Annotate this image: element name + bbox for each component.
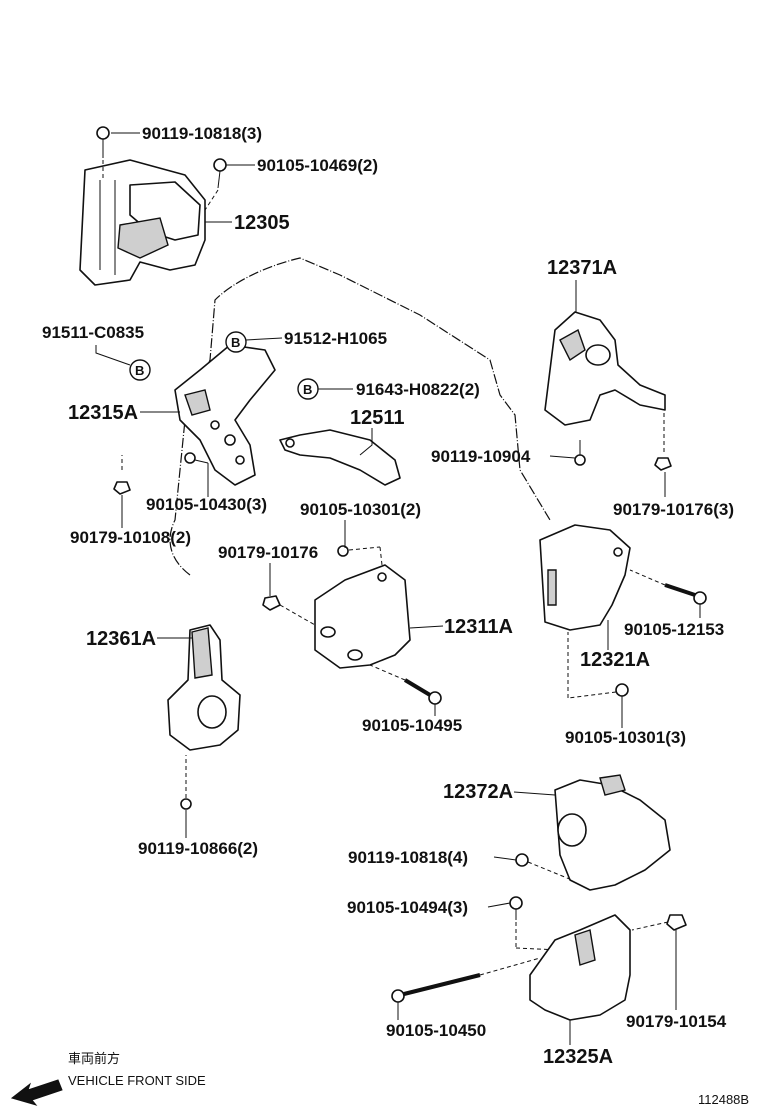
- svg-text:B: B: [303, 382, 312, 397]
- bracket-12315A[interactable]: [174, 344, 276, 486]
- mount-12372A[interactable]: [554, 774, 671, 891]
- rod-12511[interactable]: [279, 429, 401, 486]
- label-90105-10494-3: 90105-10494(3): [347, 898, 468, 917]
- label-12311A: 12311A: [444, 616, 513, 638]
- label-12315A: 12315A: [68, 402, 138, 424]
- label-90105-12153: 90105-12153: [624, 620, 724, 639]
- label-90105-10495: 90105-10495: [362, 716, 462, 735]
- bracket-12321A[interactable]: [539, 524, 631, 631]
- label-91511-C0835: 91511-C0835: [42, 323, 144, 342]
- label-90179-10154: 90179-10154: [626, 1012, 727, 1031]
- label-12371A: 12371A: [547, 257, 617, 279]
- bolt-90179-10176[interactable]: [337, 545, 383, 566]
- bolt-90119-10904[interactable]: [574, 440, 586, 466]
- bolt-90105-10494[interactable]: [509, 896, 561, 951]
- diagram-id: 112488B: [698, 1092, 749, 1107]
- bolt-90105-12153[interactable]: [629, 569, 707, 605]
- label-90105-10430-3: 90105-10430(3): [146, 495, 267, 514]
- arrow-left-icon: [10, 1079, 63, 1106]
- label-90105-10301-3: 90105-10301(3): [565, 728, 686, 747]
- label-90179-10176-3: 90179-10176(3): [613, 500, 734, 519]
- bolt-90119-10818-top[interactable]: [96, 126, 110, 180]
- label-90105-10450: 90105-10450: [386, 1021, 486, 1040]
- label-91643-H0822-2: 91643-H0822(2): [356, 380, 480, 399]
- label-12305: 12305: [234, 212, 290, 234]
- bolt-90105-10495[interactable]: [369, 664, 442, 705]
- mount-12305[interactable]: [79, 159, 206, 286]
- bolt-90119-10866[interactable]: [180, 755, 192, 810]
- label-12511: 12511: [350, 407, 405, 429]
- label-12325A: 12325A: [543, 1046, 613, 1068]
- svg-text:B: B: [231, 335, 240, 350]
- engine-outline: [169, 257, 551, 576]
- label-12321A: 12321A: [580, 649, 650, 671]
- mount-12371A[interactable]: [544, 311, 666, 426]
- label-90105-10469-2: 90105-10469(2): [257, 156, 378, 175]
- svg-text:B: B: [135, 363, 144, 378]
- label-90119-10818-4: 90119-10818(4): [348, 848, 468, 867]
- bolt-90105-10469[interactable]: [204, 158, 227, 211]
- label-90119-10866-2: 90119-10866(2): [138, 839, 258, 858]
- callout-b-1: B: [129, 359, 151, 381]
- nut-90179-10176-3[interactable]: [654, 410, 672, 471]
- legend-english: VEHICLE FRONT SIDE: [68, 1073, 206, 1088]
- mount-12361A[interactable]: [167, 624, 241, 751]
- nut-90179-10108[interactable]: [113, 455, 131, 495]
- label-90105-10301-2: 90105-10301(2): [300, 500, 421, 519]
- bracket-12311A[interactable]: [314, 564, 411, 669]
- label-90179-10108-2: 90179-10108(2): [70, 528, 191, 547]
- label-90119-10818-3: 90119-10818(3): [142, 124, 262, 143]
- callout-b-2: B: [225, 331, 247, 353]
- label-91512-H1065: 91512-H1065: [284, 329, 387, 348]
- nut-90179-10154[interactable]: [631, 914, 687, 931]
- bolt-90105-10450[interactable]: [391, 957, 541, 1003]
- nut-left-90179-10176[interactable]: [262, 595, 316, 626]
- bracket-12325A[interactable]: [529, 914, 631, 1021]
- legend-japanese: 車両前方: [68, 1051, 120, 1066]
- label-90179-10176: 90179-10176: [218, 543, 318, 562]
- callout-b-3: B: [297, 378, 319, 400]
- label-12361A: 12361A: [86, 628, 156, 650]
- label-90119-10904: 90119-10904: [431, 447, 531, 466]
- label-12372A: 12372A: [443, 781, 513, 803]
- bolt-90105-10430[interactable]: [184, 452, 209, 464]
